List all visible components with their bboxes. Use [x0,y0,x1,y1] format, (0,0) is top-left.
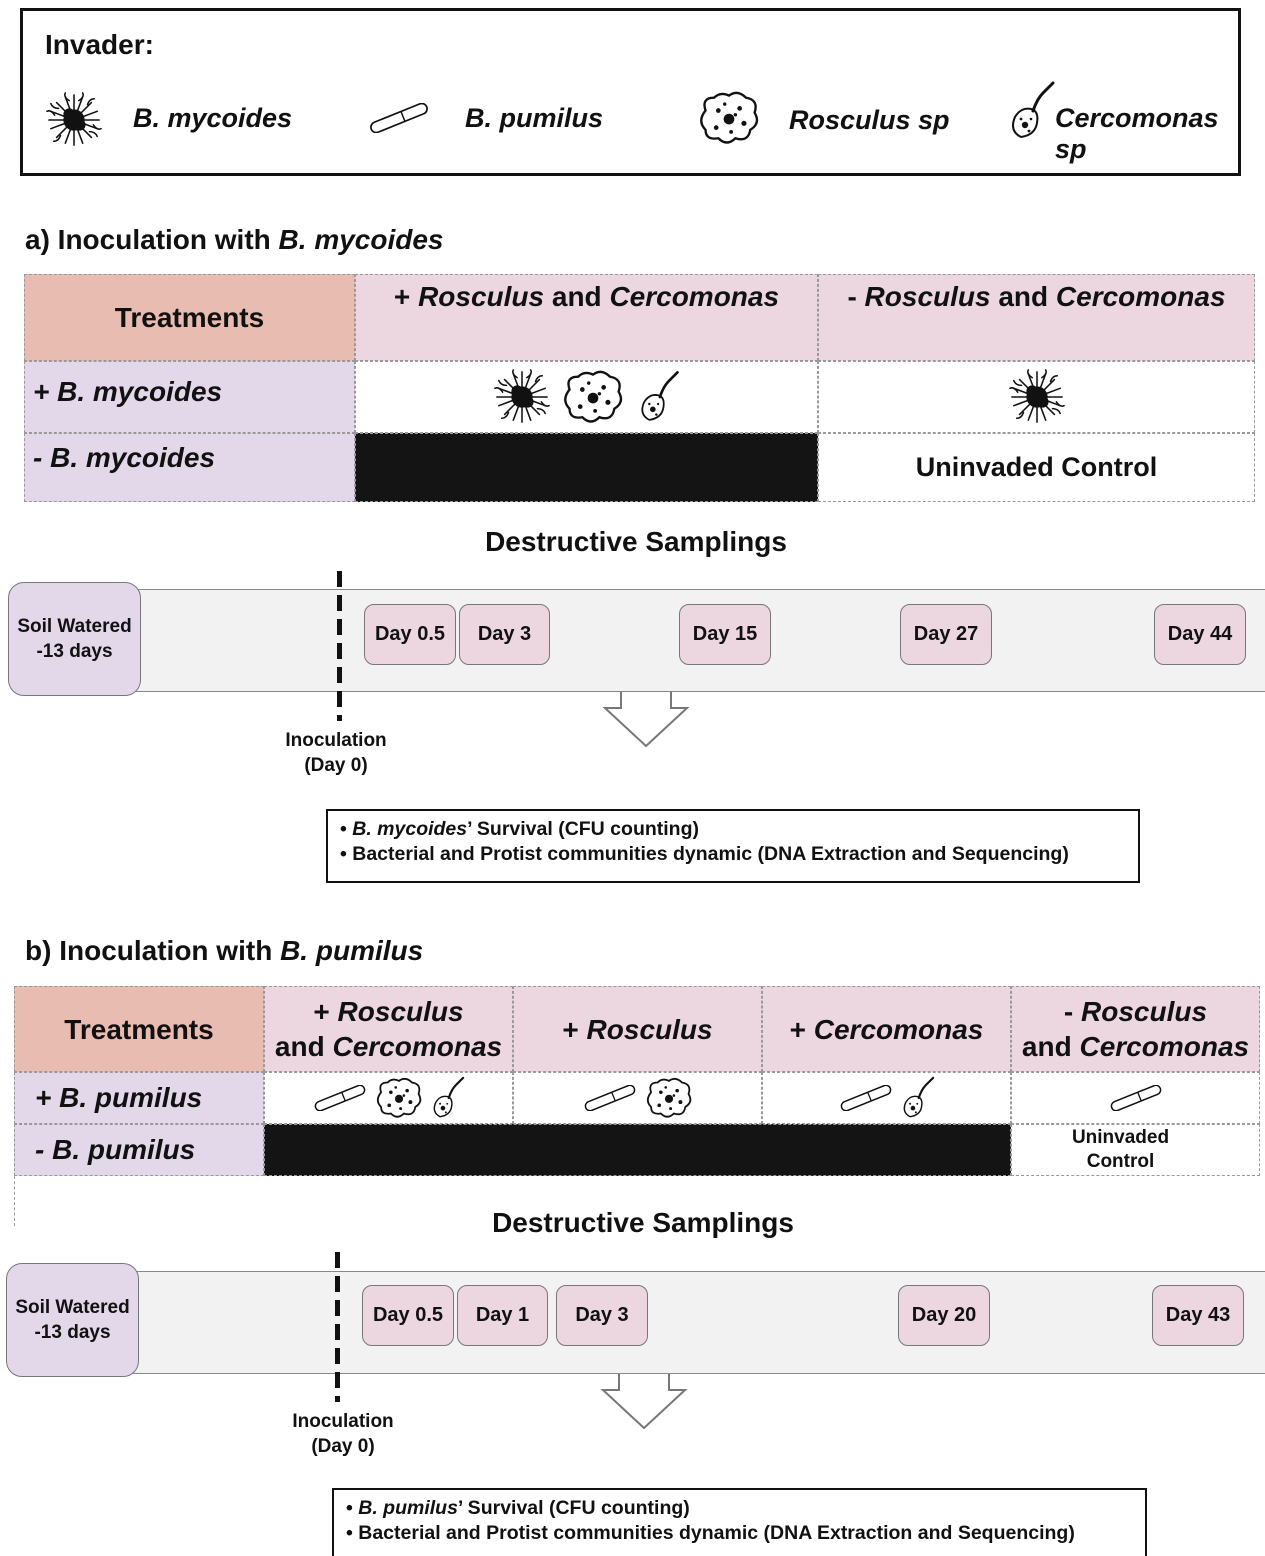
sampling-day-a-2: Day 15 [679,604,771,665]
legend-label-b-pumilus: B. pumilus [465,103,604,133]
table-b-cell-pumilus-only [1011,1072,1260,1124]
b-mycoides-icon [46,92,102,146]
outcome-survival-b: • B. pumilus’ Survival (CFU counting) [346,1497,690,1519]
inoculation-line1: Inoculation [292,1411,394,1432]
section-b-title-prefix: b) Inoculation with [25,935,281,966]
sampling-day-b-0: Day 0.5 [362,1285,454,1346]
table-a-uninvaded-control: Uninvaded Control [818,433,1255,502]
table-b-cell-cercomonas [762,1072,1011,1124]
outcome-communities-a: • Bacterial and Protist communities dyna… [340,843,1069,865]
down-arrow-b [600,1374,688,1430]
destructive-samplings-title-b: Destructive Samplings [492,1207,794,1238]
table-a-cell-plus-all [355,361,818,433]
sampling-day-a-1: Day 3 [459,604,550,665]
table-b-trailing-dash [14,1176,15,1226]
rosculus-icon [376,1077,421,1118]
sampling-day-b-4: Day 43 [1152,1285,1244,1346]
table-a-col-minus-protists: - Rosculus and Cercomonas [818,274,1255,361]
table-a-cell-not-tested [355,433,818,502]
legend-title: Invader: [45,29,154,60]
b-pumilus-icon [1108,1085,1163,1111]
table-a-corner: Treatments [24,274,355,361]
inoculation-label-b: Inoculation (Day 0) [263,1409,423,1459]
soil-line1: Soil Watered [15,1297,130,1318]
section-a-title-species: B. mycoides [278,224,444,255]
inoculation-line1: Inoculation [285,730,387,751]
down-arrow-a [602,692,690,748]
section-b-title: b) Inoculation with B. pumilus [25,935,423,967]
cercomonas-icon [1011,81,1055,139]
rosculus-icon [563,370,622,423]
soil-watered-box-a: Soil Watered -13 days [8,582,141,696]
cercomonas-icon [432,1076,464,1118]
section-a-title: a) Inoculation with B. mycoides [25,224,444,256]
sampling-day-b-1: Day 1 [457,1285,548,1346]
table-b-cell-rosculus [513,1072,762,1124]
table-a-cell-plus-mycoides-only [818,361,1255,433]
destructive-samplings-title-a: Destructive Samplings [485,526,787,557]
table-a-row-minus-mycoides: - B. mycoides [24,433,355,502]
b-pumilus-icon [368,103,430,133]
cercomonas-icon [902,1076,934,1118]
inoculation-line-b [335,1252,340,1402]
uninvaded-line2: Control [1086,1151,1155,1172]
outcomes-box-b: • B. pumilus’ Survival (CFU counting) • … [332,1488,1147,1556]
soil-line1: Soil Watered [17,616,132,637]
legend-label-cercomonas: Cercomonas sp [1055,103,1219,164]
rosculus-icon [700,91,759,144]
table-b-col-rosculus: + Rosculus [513,986,762,1072]
soil-line2: -13 days [34,1322,111,1343]
table-b-col-cercomonas: + Cercomonas [762,986,1011,1072]
invader-legend: Invader: B. mycoides B. pumilus Rosculus… [20,8,1241,176]
inoculation-label-a: Inoculation (Day 0) [256,728,416,778]
sampling-day-a-4: Day 44 [1154,604,1246,665]
b-mycoides-icon [1008,369,1065,423]
outcomes-box-a: • B. mycoides’ Survival (CFU counting) •… [326,809,1140,883]
outcome-survival-a: • B. mycoides’ Survival (CFU counting) [340,818,699,840]
b-mycoides-icon [493,369,550,423]
table-a-col-plus-protists: + Rosculus and Cercomonas [355,274,818,361]
legend-label-b-mycoides: B. mycoides [133,103,293,133]
table-a-row-plus-mycoides: + B. mycoides [24,361,355,433]
table-b-col-no-protists: - Rosculus and Cercomonas [1011,986,1260,1072]
cercomonas-icon [640,370,679,422]
sampling-day-b-2: Day 3 [556,1285,648,1346]
table-b-row-plus-pumilus: + B. pumilus [14,1072,264,1124]
inoculation-line2: (Day 0) [311,1436,375,1457]
b-pumilus-icon [312,1085,367,1111]
section-b-title-species: B. pumilus [280,935,424,966]
soil-watered-box-b: Soil Watered -13 days [6,1263,139,1377]
sampling-day-a-3: Day 27 [900,604,992,665]
outcome-communities-b: • Bacterial and Protist communities dyna… [346,1522,1075,1544]
uninvaded-line1: Uninvaded [1071,1127,1170,1148]
section-a-title-prefix: a) Inoculation with [25,224,279,255]
legend-label-rosculus: Rosculus sp [789,105,950,135]
soil-line2: -13 days [36,641,113,662]
sampling-day-a-0: Day 0.5 [364,604,456,665]
sampling-day-b-3: Day 20 [898,1285,990,1346]
table-b-corner: Treatments [14,986,264,1072]
table-b-row-minus-pumilus: - B. pumilus [14,1124,264,1176]
b-pumilus-icon [838,1085,893,1111]
timeline-band-b [118,1271,1265,1374]
b-pumilus-icon [582,1085,637,1111]
inoculation-line-a [337,571,342,721]
table-b-cell-not-tested [264,1124,1011,1176]
rosculus-icon [646,1077,691,1118]
inoculation-line2: (Day 0) [304,755,368,776]
table-b-uninvaded-control: Uninvaded Control [1011,1124,1260,1176]
table-b-col-both-protists: + Rosculus and Cercomonas [264,986,513,1072]
table-b-cell-all [264,1072,513,1124]
